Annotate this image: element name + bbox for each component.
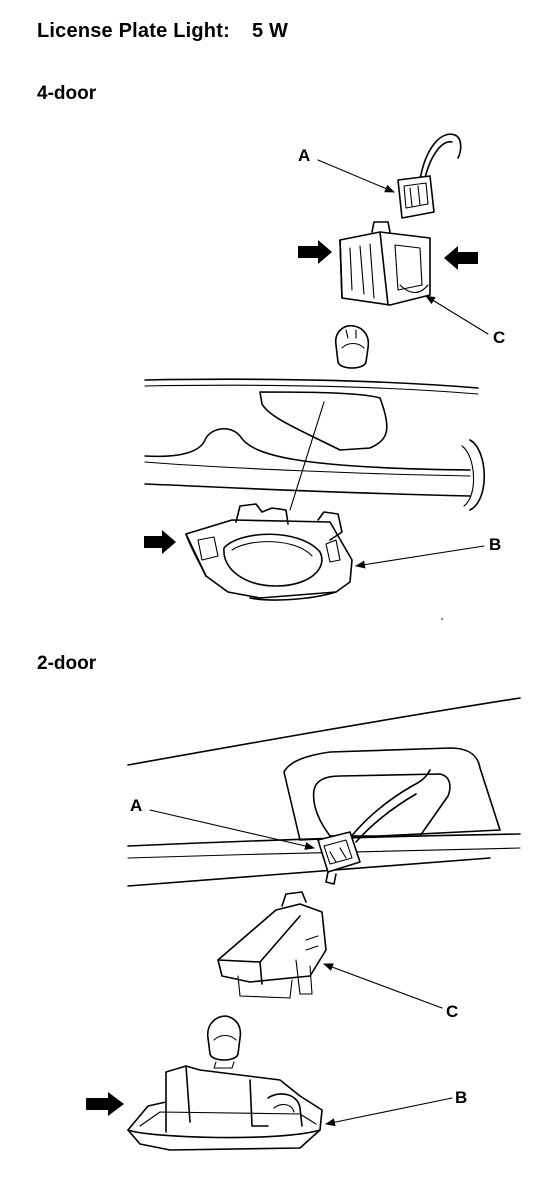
title-label: License Plate Light: bbox=[37, 20, 230, 42]
bumper-body-4-door bbox=[144, 378, 486, 511]
squeeze-arrows-4-door bbox=[298, 240, 478, 270]
two-door-illustration bbox=[86, 697, 521, 1151]
page-title: License Plate Light: 5 W bbox=[37, 20, 288, 43]
title-value: 5 W bbox=[251, 20, 289, 42]
callout-b-4-door: B bbox=[489, 535, 502, 554]
socket-c-4-door bbox=[339, 221, 431, 306]
callout-c-2-door: C bbox=[446, 1002, 459, 1021]
connector-a-4-door bbox=[397, 175, 435, 219]
callout-a-4-door: A bbox=[298, 146, 311, 165]
socket-c-2-door bbox=[217, 891, 327, 999]
section-label-2-door: 2-door bbox=[37, 653, 97, 674]
lamp-housing-b-4-door bbox=[185, 503, 353, 601]
lamp-housing-b-2-door bbox=[127, 1065, 323, 1151]
bulb-4-door bbox=[334, 324, 370, 369]
release-arrow-2-door bbox=[86, 1092, 124, 1116]
connector-a-2-door bbox=[317, 831, 361, 885]
release-arrow-4-door bbox=[144, 530, 176, 554]
bulb-2-door bbox=[206, 1015, 242, 1069]
callout-c-4-door: C bbox=[493, 328, 506, 347]
four-door-illustration bbox=[144, 133, 489, 601]
section-label-4-door: 4-door bbox=[37, 83, 97, 104]
callout-a-2-door: A bbox=[130, 796, 143, 815]
body-panel-2-door bbox=[127, 697, 521, 887]
callout-b-2-door: B bbox=[455, 1088, 468, 1107]
wire-4-door bbox=[419, 133, 462, 181]
